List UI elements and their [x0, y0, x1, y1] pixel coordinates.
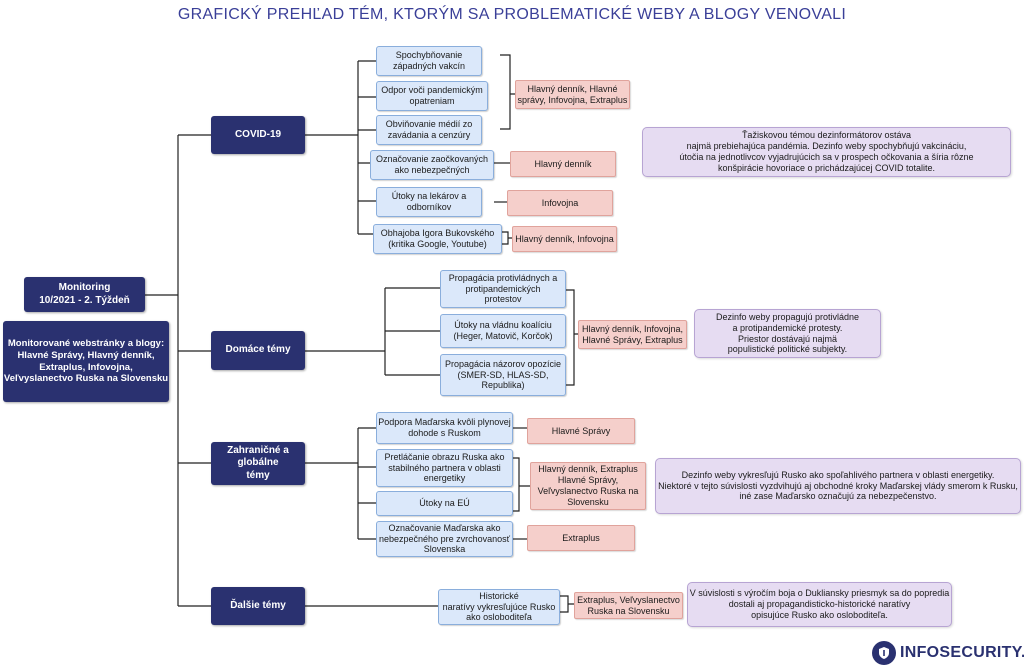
source-covid-3: Infovojna: [507, 190, 613, 216]
topic-domestic-1: Propagácia protivládnych a protipandemic…: [440, 270, 566, 308]
infosecurity-logo: INFOSECURITY.SK: [872, 641, 1024, 665]
diagram-title: GRAFICKÝ PREHĽAD TÉM, KTORÝM SA PROBLEMA…: [177, 6, 847, 23]
category-covid: COVID-19: [211, 116, 305, 154]
topic-other-1: Historické naratívy vykresľujúce Rusko a…: [438, 589, 560, 625]
topic-covid-5: Útoky na lekárov a odborníkov: [376, 187, 482, 217]
note-covid: Ťažiskovou témou dezinformátorov ostáva …: [642, 127, 1011, 177]
category-foreign: Zahraničné a globálne témy: [211, 442, 305, 485]
source-domestic-1: Hlavný denník, Infovojna, Hlavné Správy,…: [578, 320, 687, 349]
monitored-sites-box: Monitorované webstránky a blogy: Hlavné …: [3, 321, 169, 402]
monitoring-period-box: Monitoring 10/2021 - 2. Týždeň: [24, 277, 145, 312]
note-domestic: Dezinfo weby propagujú protivládne a pro…: [694, 309, 881, 358]
topic-covid-4: Označovanie zaočkovaných ako nebezpečnýc…: [370, 150, 494, 180]
source-foreign-2: Hlavný denník, Extraplus Hlavné Správy, …: [530, 462, 646, 510]
note-foreign: Dezinfo weby vykresľujú Rusko ako spoľah…: [655, 458, 1021, 514]
source-covid-4: Hlavný denník, Infovojna: [512, 226, 617, 252]
topic-covid-3: Obviňovanie médií zo zavádania a cenzúry: [376, 115, 482, 145]
logo-text: INFOSECURITY.SK: [900, 644, 1024, 661]
topic-covid-6: Obhajoba Igora Bukovského (kritika Googl…: [373, 224, 502, 254]
topic-foreign-2: Pretláčanie obrazu Ruska ako stabilného …: [376, 449, 513, 487]
source-other-1: Extraplus, Veľvyslanectvo Ruska na Slove…: [574, 592, 683, 619]
topic-domestic-2: Útoky na vládnu koalíciu (Heger, Matovič…: [440, 314, 566, 348]
topic-foreign-3: Útoky na EÚ: [376, 491, 513, 516]
topic-domestic-3: Propagácia názorov opozície (SMER-SD, HL…: [440, 354, 566, 396]
category-other: Ďalšie témy: [211, 587, 305, 625]
topic-foreign-1: Podpora Maďarska kvôli plynovej dohode s…: [376, 412, 513, 444]
source-foreign-3: Extraplus: [527, 525, 635, 551]
topic-foreign-4: Označovanie Maďarska ako nebezpečného pr…: [376, 521, 513, 557]
note-other: V súvislosti s výročím boja o Dukliansky…: [687, 582, 952, 627]
category-domestic: Domáce témy: [211, 331, 305, 370]
infosecurity-logo-icon: [872, 641, 896, 665]
source-covid-1: Hlavný denník, Hlavné správy, Infovojna,…: [515, 80, 630, 109]
source-covid-2: Hlavný denník: [510, 151, 616, 177]
topic-covid-2: Odpor voči pandemickým opatreniam: [376, 81, 488, 111]
topic-covid-1: Spochybňovanie západných vakcín: [376, 46, 482, 76]
source-foreign-1: Hlavné Správy: [527, 418, 635, 444]
